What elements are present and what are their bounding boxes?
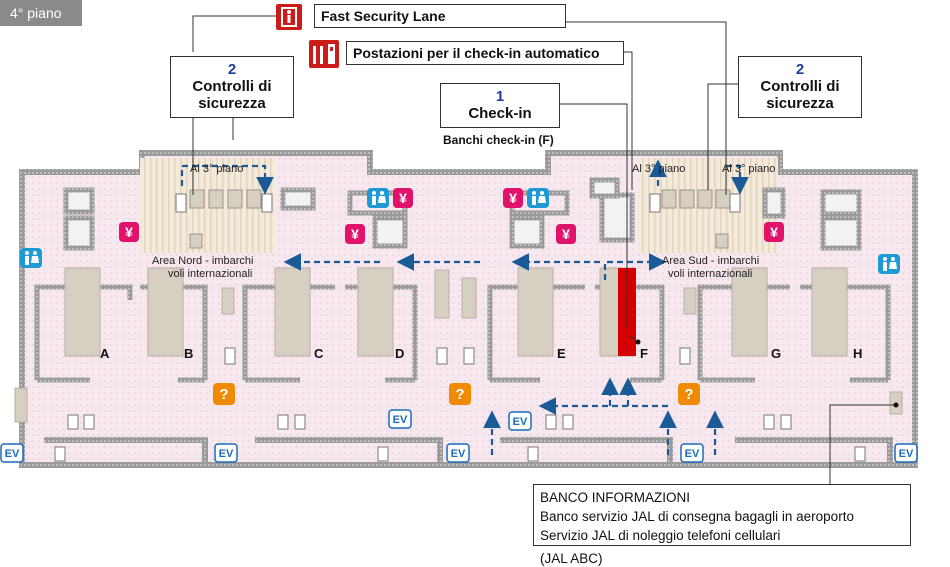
svg-text:?: ? (219, 386, 228, 403)
toilet-icon (367, 188, 389, 208)
self-checkin-icon (309, 40, 339, 68)
fast-security-lane-label: Fast Security Lane (314, 4, 566, 28)
info-desk-title: BANCO INFORMAZIONI (540, 490, 691, 505)
yen-icons: ¥ ¥ ¥ ¥ ¥ ¥ (119, 188, 784, 244)
floor-tag: 4° piano (0, 0, 82, 26)
security-callout-north: 2 Controlli di sicurezza (170, 56, 294, 118)
info-desk-note: (JAL ABC) (540, 551, 603, 566)
escalators (54, 193, 866, 462)
counter-letter: G (771, 346, 781, 361)
info-desk-callout: BANCO INFORMAZIONI Banco servizio JAL di… (533, 484, 911, 546)
counter-letter: A (100, 346, 110, 361)
north-area-label-1: Area Nord - imbarchi (152, 255, 253, 267)
info-desk-line3: Servizio JAL di noleggio telefoni cellul… (540, 528, 781, 543)
svg-text:¥: ¥ (770, 224, 778, 240)
elevator-icon: EV (214, 443, 238, 463)
toilet-icons (20, 188, 900, 274)
leader-dot-info (893, 402, 899, 408)
security-line1: Controlli di (760, 78, 840, 95)
elevator-icon: EV (508, 411, 532, 431)
north-area-label-2: voli internazionali (168, 268, 252, 280)
counter-letter: F (640, 346, 648, 361)
info-icon: ? (449, 383, 471, 405)
svg-text:¥: ¥ (351, 226, 359, 242)
security-line2: sicurezza (766, 95, 834, 112)
stairs-label-south-1: Al 3° piano (632, 163, 685, 175)
elevator-icon: EV (388, 409, 412, 429)
self-checkin-label: Postazioni per il check-in automatico (346, 41, 624, 65)
svg-text:EV: EV (685, 448, 700, 460)
fast-security-lane-icon (276, 4, 302, 30)
toilet-icon (527, 188, 549, 208)
info-icon: ? (213, 383, 235, 405)
svg-text:EV: EV (451, 448, 466, 460)
yen-icon: ¥ (503, 188, 523, 208)
checkin-title: Check-in (468, 105, 532, 122)
checkin-callout: 1 Check-in (440, 83, 560, 128)
counter-letter: C (314, 346, 324, 361)
yen-icon: ¥ (764, 222, 784, 242)
yen-icon: ¥ (556, 224, 576, 244)
counter-letter: D (395, 346, 404, 361)
security-line1: Controlli di (192, 78, 272, 95)
elevator-icon: EV (446, 443, 470, 463)
south-area-label-2: voli internazionali (668, 268, 752, 280)
south-area-label-1: Area Sud - imbarchi (662, 255, 759, 267)
counter-letter: E (557, 346, 566, 361)
svg-text:EV: EV (513, 416, 528, 428)
leader-dot-f (635, 339, 641, 345)
stairs-label-south-2: Al 3° piano (722, 163, 775, 175)
info-icons: ? ? ? (213, 383, 700, 405)
info-desk-line2: Banco servizio JAL di consegna bagagli i… (540, 509, 854, 524)
svg-text:EV: EV (5, 448, 20, 460)
svg-text:¥: ¥ (509, 190, 517, 206)
bottom-walls (44, 437, 893, 465)
security-callout-south: 2 Controlli di sicurezza (738, 56, 862, 118)
walking-route-arrows (180, 159, 749, 455)
security-number: 2 (795, 61, 805, 78)
svg-text:EV: EV (393, 414, 408, 426)
checkin-subtitle: Banchi check-in (F) (443, 133, 554, 147)
counter-letter: B (184, 346, 193, 361)
svg-text:EV: EV (219, 448, 234, 460)
security-number: 2 (227, 61, 237, 78)
info-icon: ? (678, 383, 700, 405)
svg-text:?: ? (684, 386, 693, 403)
checkin-number: 1 (495, 88, 505, 105)
yen-icon: ¥ (393, 188, 413, 208)
counter-letter: H (853, 346, 862, 361)
elevator-icon: EV (0, 443, 24, 463)
security-line2: sicurezza (198, 95, 266, 112)
yen-icon: ¥ (345, 224, 365, 244)
svg-text:¥: ¥ (125, 224, 133, 240)
toilet-icon (20, 248, 42, 268)
svg-text:¥: ¥ (562, 226, 570, 242)
svg-text:EV: EV (899, 448, 914, 460)
elevator-icons: EV EV EV EV EV EV EV (0, 409, 918, 463)
stairs-label-north: Al 3° piano (190, 163, 243, 175)
elevator-icon: EV (680, 443, 704, 463)
toilet-icon (878, 254, 900, 274)
counters (14, 267, 903, 423)
yen-icon: ¥ (119, 222, 139, 242)
elevator-icon: EV (894, 443, 918, 463)
svg-text:?: ? (455, 386, 464, 403)
counter-letters: A B C D E F G H (100, 346, 862, 361)
svg-text:¥: ¥ (399, 190, 407, 206)
